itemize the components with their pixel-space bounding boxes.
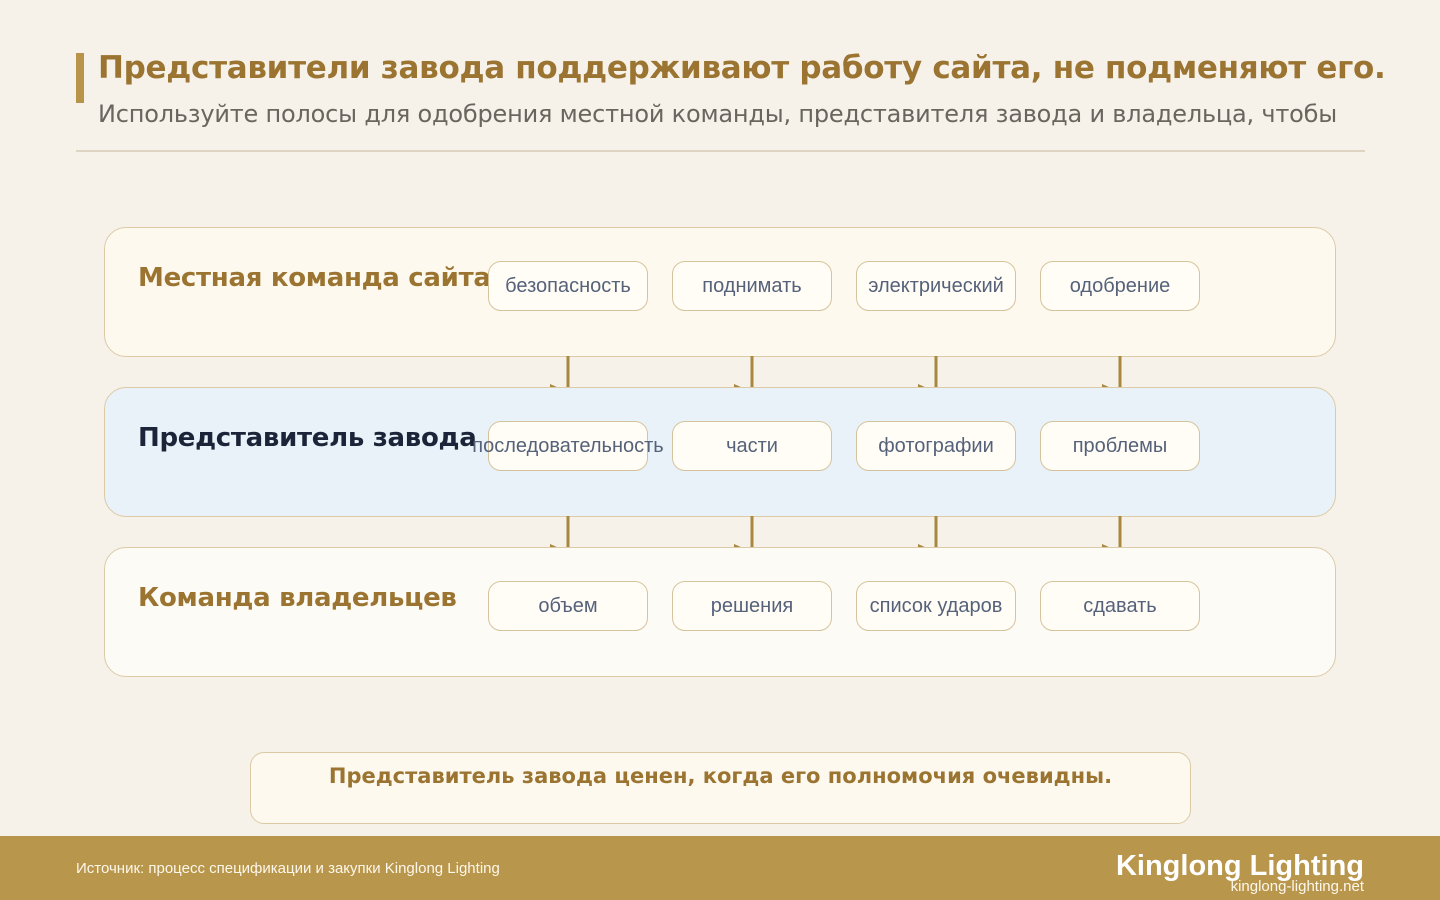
step-pill: проблемы: [1040, 421, 1200, 471]
step-pill: части: [672, 421, 832, 471]
step-pill: электрический: [856, 261, 1016, 311]
footer-bar: Источник: процесс спецификации и закупки…: [0, 836, 1440, 900]
page-subtitle: Используйте полосы для одобрения местной…: [98, 100, 1338, 128]
step-pill: безопасность: [488, 261, 648, 311]
page-title: Представители завода поддерживают работу…: [98, 50, 1386, 86]
step-pill: сдавать: [1040, 581, 1200, 631]
step-pill: одобрение: [1040, 261, 1200, 311]
step-pill: поднимать: [672, 261, 832, 311]
step-pill: решения: [672, 581, 832, 631]
lane-label: Представитель завода: [138, 423, 477, 453]
step-pill: последовательность: [472, 421, 664, 471]
callout-box: Представитель завода ценен, когда его по…: [250, 752, 1191, 824]
lane-label: Местная команда сайта: [138, 263, 491, 293]
header-divider: [76, 150, 1365, 152]
footer-source: Источник: процесс спецификации и закупки…: [76, 860, 500, 877]
step-pill: объем: [488, 581, 648, 631]
step-pill: список ударов: [856, 581, 1016, 631]
footer-brand-logo: Kinglong Lighting: [1115, 850, 1364, 882]
title-accent-bar: [76, 53, 84, 103]
step-pill: фотографии: [856, 421, 1016, 471]
lane-label: Команда владельцев: [138, 583, 457, 613]
footer-url: kinglong-lighting.net: [1230, 878, 1364, 895]
